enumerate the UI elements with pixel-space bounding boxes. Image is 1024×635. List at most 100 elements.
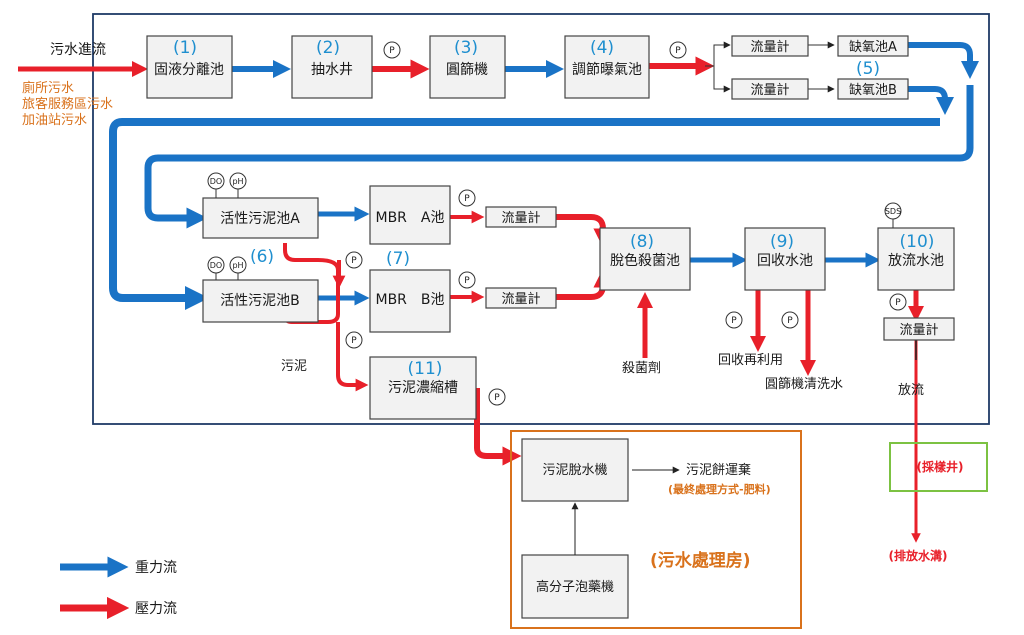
unit-9-number: (9) bbox=[770, 232, 794, 252]
inflow-label: 污水進流 bbox=[50, 42, 106, 58]
svg-text:DO: DO bbox=[210, 261, 222, 270]
svg-text:P: P bbox=[787, 316, 793, 326]
pump-icon: P bbox=[458, 271, 476, 289]
drum-screen-box bbox=[429, 35, 506, 99]
screen-wash-label: 圓篩機清洗水 bbox=[765, 377, 843, 392]
unit-7-number: (7) bbox=[386, 249, 410, 269]
flowmeter-2-box bbox=[731, 78, 809, 100]
legend-gravity-label: 重力流 bbox=[135, 560, 177, 576]
unit-1-number: (1) bbox=[173, 38, 197, 58]
pump-icon: P bbox=[345, 251, 363, 269]
svg-text:P: P bbox=[895, 298, 901, 308]
pump-icon: P bbox=[889, 293, 907, 311]
sludge-label: 污泥 bbox=[281, 359, 307, 374]
sampling-well-label: (採樣井) bbox=[917, 459, 964, 474]
svg-text:P: P bbox=[351, 336, 357, 346]
pump-icon: P bbox=[383, 41, 401, 59]
sds-sensor-icon: SDS bbox=[884, 202, 902, 228]
unit-6-number: (6) bbox=[250, 247, 274, 267]
mbr-a-label: MBR A池 bbox=[376, 210, 445, 226]
reuse-label: 回收再利用 bbox=[718, 353, 783, 368]
pressure-pipes bbox=[18, 56, 925, 543]
svg-text:P: P bbox=[731, 316, 737, 326]
disinfectant-label: 殺菌劑 bbox=[622, 360, 661, 376]
pump-icon: P bbox=[345, 331, 363, 349]
svg-text:DO: DO bbox=[210, 177, 222, 186]
unit-4-number: (4) bbox=[590, 38, 614, 58]
pump-icon: P bbox=[458, 189, 476, 207]
mbr-b-label: MBR B池 bbox=[375, 292, 444, 308]
sampling-well-box bbox=[889, 442, 988, 492]
ph-sensor-icon: pH bbox=[229, 172, 247, 198]
drain-label: (排放水溝) bbox=[889, 548, 948, 563]
mbr-a-box bbox=[369, 185, 451, 245]
sludge-dewatering-label: 污泥脫水機 bbox=[542, 463, 607, 478]
drum-screen-label: 圓篩機 bbox=[446, 62, 488, 78]
do-sensor-icon: DO bbox=[207, 256, 225, 280]
equalization-tank-box bbox=[564, 35, 650, 99]
source-service-area: 旅客服務區污水 bbox=[22, 96, 113, 112]
pump-icon: P bbox=[725, 311, 743, 329]
flowmeter-4-box bbox=[485, 287, 557, 309]
sludge-thickener-label: 污泥濃縮槽 bbox=[388, 380, 458, 396]
source-toilet: 廁所污水 bbox=[22, 80, 74, 96]
flowmeter-1-label: 流量計 bbox=[750, 39, 789, 55]
solid-liquid-separator-label: 固液分離池 bbox=[154, 61, 224, 78]
sludge-cake-note: (最終處理方式-肥料) bbox=[668, 482, 771, 496]
svg-text:P: P bbox=[494, 393, 500, 403]
flowmeter-1-box bbox=[731, 35, 809, 57]
unit-2-number: (2) bbox=[316, 38, 340, 58]
mbr-b-box bbox=[369, 269, 451, 333]
sludge-cake-label: 污泥餅運棄 bbox=[686, 463, 751, 478]
discharge-tank-box bbox=[877, 227, 955, 291]
do-sensor-icon: DO bbox=[207, 172, 225, 198]
discharge-tank-label: 放流水池 bbox=[888, 253, 944, 269]
activated-sludge-b-box bbox=[202, 279, 319, 323]
equalization-tank-label: 調節曝氣池 bbox=[572, 61, 642, 78]
flowmeter-5-box bbox=[883, 317, 955, 341]
flowmeter-5-label: 流量計 bbox=[899, 322, 938, 338]
flowmeter-3-label: 流量計 bbox=[501, 210, 540, 226]
polymer-dosing-label: 高分子泡藥機 bbox=[536, 579, 614, 595]
splitter-lines bbox=[705, 41, 917, 360]
sludge-room-boundary bbox=[510, 430, 802, 629]
pump-icon: P bbox=[669, 41, 687, 59]
legend-pressure-label: 壓力流 bbox=[135, 601, 177, 617]
anoxic-b-label: 缺氧池B bbox=[849, 83, 897, 98]
pump-well-label: 抽水井 bbox=[311, 62, 353, 78]
flowmeter-2-label: 流量計 bbox=[750, 82, 789, 98]
facility-boundary bbox=[92, 13, 990, 425]
activated-sludge-a-box bbox=[202, 197, 319, 239]
source-gas-station: 加油站污水 bbox=[22, 113, 87, 128]
recycle-tank-label: 回收水池 bbox=[757, 253, 813, 269]
ph-sensor-icon: pH bbox=[229, 256, 247, 280]
polymer-dosing-box bbox=[521, 554, 629, 619]
pump-well-box bbox=[291, 35, 373, 99]
svg-text:SDS: SDS bbox=[885, 207, 901, 216]
activated-sludge-a-label: 活性污泥池A bbox=[220, 211, 300, 227]
gravity-pipes bbox=[109, 42, 979, 310]
unit-5-number: (5) bbox=[856, 59, 880, 79]
anoxic-a-box bbox=[837, 35, 909, 57]
legend: 重力流 壓力流 bbox=[60, 556, 177, 620]
discharge-label: 放流 bbox=[898, 383, 924, 398]
svg-text:pH: pH bbox=[232, 261, 243, 270]
svg-text:P: P bbox=[389, 46, 395, 56]
unit-11-number: (11) bbox=[408, 359, 443, 379]
unit-8-number: (8) bbox=[630, 232, 654, 252]
solid-liquid-separator-box bbox=[146, 35, 233, 99]
svg-text:pH: pH bbox=[232, 177, 243, 186]
svg-text:P: P bbox=[675, 46, 681, 56]
recycle-tank-box bbox=[744, 227, 826, 291]
svg-text:P: P bbox=[464, 276, 470, 286]
svg-text:P: P bbox=[351, 256, 357, 266]
sludge-room-title: (污水處理房) bbox=[650, 550, 751, 571]
pump-icon: P bbox=[488, 388, 506, 406]
flowmeter-3-box bbox=[485, 206, 557, 228]
decolor-disinfection-box bbox=[599, 227, 691, 291]
svg-text:P: P bbox=[464, 194, 470, 204]
decolor-disinfection-label: 脫色殺菌池 bbox=[610, 252, 680, 269]
anoxic-a-label: 缺氧池A bbox=[849, 40, 897, 55]
